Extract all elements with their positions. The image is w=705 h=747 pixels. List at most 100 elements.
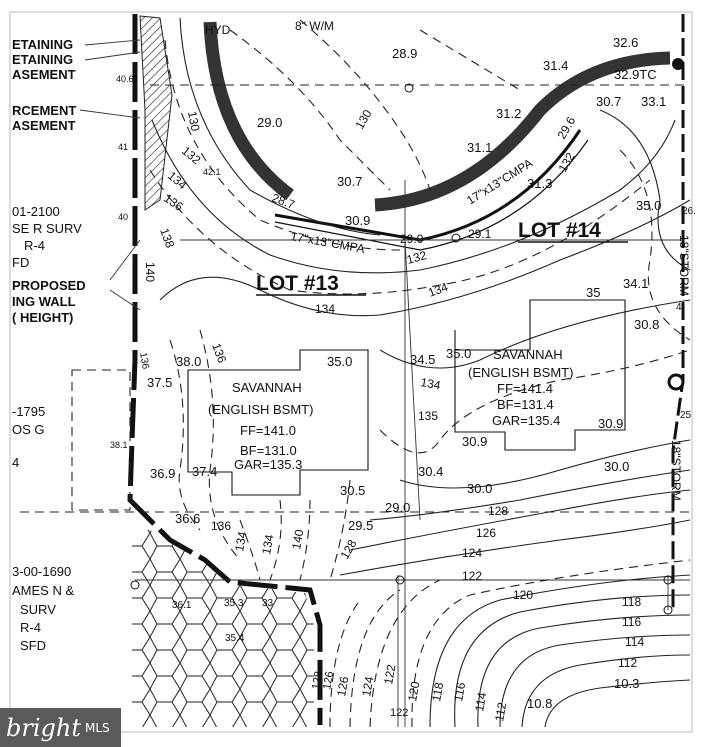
spot-elev: 31.2 <box>496 106 521 121</box>
contour-116 <box>477 614 691 728</box>
spot-elev: 29.0 <box>257 115 282 130</box>
lot14-type: (ENGLISH BSMT) <box>468 365 573 380</box>
contour-label: 126 <box>321 670 336 690</box>
owner-2-line-e: SFD <box>20 638 46 653</box>
storm-structure-1 <box>672 58 684 70</box>
contour-label: 135 <box>418 409 438 423</box>
owner-2-line-d: R-4 <box>20 620 41 635</box>
contour-label: 114 <box>625 635 644 649</box>
contour-label: 112 <box>618 656 637 670</box>
spot-elev: 33.1 <box>641 94 666 109</box>
contour-label: 132 <box>405 248 428 267</box>
wall-label-3: ( HEIGHT) <box>12 310 73 325</box>
spot-elev: 26. <box>682 206 696 217</box>
contour-6 <box>229 29 391 191</box>
label-retaining-1: ETAINING <box>12 37 73 52</box>
spot-elev: 30.0 <box>467 481 492 496</box>
contour-label: 116 <box>622 615 641 629</box>
contour-3 <box>151 119 676 274</box>
label-enforcement-2: ASEMENT <box>12 118 76 133</box>
spot-elev: 31.4 <box>543 58 568 73</box>
parcel-label-a: -1795 <box>12 404 45 419</box>
cmpa-pipe-lower <box>274 139 589 251</box>
label-retaining-3: ASEMENT <box>12 67 76 82</box>
parcel-label-b: OS G <box>12 422 45 437</box>
spot-elev: 30.0 <box>604 459 629 474</box>
spot-elev: 34.1 <box>623 276 648 291</box>
parcel-label-c: 4 <box>12 455 19 470</box>
owner-1-line-b: SE R SURV <box>12 221 82 236</box>
owner-2-line-c: SURV <box>20 602 56 617</box>
owner-1-line-a: 01-2100 <box>12 204 60 219</box>
house-lot13-footprint <box>187 349 369 496</box>
owner-2-line-b: AMES N & <box>12 583 74 598</box>
plan-border <box>9 11 693 733</box>
contour-label: 130 <box>185 110 202 132</box>
spot-elev: 32.9TC <box>614 67 657 82</box>
contour-label: 136 <box>137 352 151 371</box>
lot14-gar: GAR=135.4 <box>492 413 560 428</box>
contour-128 <box>329 599 361 728</box>
swale-arc-west <box>203 21 294 201</box>
contour-22 <box>339 519 691 576</box>
spot-elev: 35 <box>586 285 600 300</box>
contour-label: 128 <box>310 670 325 690</box>
owner-1-line-d: FD <box>12 255 29 270</box>
swale-arc-east <box>374 51 671 212</box>
storm-label-south: 18"STORM <box>669 440 683 501</box>
lot14-bf: BF=131.4 <box>497 397 554 412</box>
label-water-main: 8" W/M <box>295 19 334 33</box>
contour-114 <box>499 634 691 728</box>
contour-label: 118 <box>429 681 446 703</box>
contour-16 <box>329 479 351 581</box>
spot-elev: 25 <box>680 410 692 421</box>
lot13-ff: FF=141.0 <box>240 423 296 438</box>
monument-1 <box>404 83 414 93</box>
contour-4 <box>149 169 651 295</box>
storm-label-north: 18"STORM <box>677 235 691 296</box>
contour-label: 126 <box>334 675 351 697</box>
monument-6 <box>451 233 461 243</box>
cmpa-pipe <box>274 129 582 242</box>
retaining-wall-hatch <box>139 15 173 211</box>
contour-12 <box>199 329 241 561</box>
spot-elev: 35.3 <box>224 598 244 609</box>
contour-110 <box>544 679 691 728</box>
contour-8 <box>419 29 521 91</box>
spot-elev: 10.3 <box>614 676 639 691</box>
spot-elev: 28.7 <box>270 191 297 212</box>
spot-elev: 33 <box>262 598 274 609</box>
spot-elev: 29.0 <box>385 500 410 515</box>
spot-elev: 31.1 <box>467 140 492 155</box>
contour-17 <box>379 299 691 369</box>
contour-7 <box>299 19 431 191</box>
spot-elev: 30.7 <box>596 94 621 109</box>
spot-elev: 38.1 <box>110 440 128 450</box>
watermark-suffix: MLS <box>84 720 110 735</box>
contour-10 <box>619 149 691 341</box>
lot13-model: SAVANNAH <box>232 380 302 395</box>
spot-elev: 29.1 <box>468 227 492 241</box>
contour-label: 116 <box>451 681 468 703</box>
spot-elev: 37.4 <box>192 464 217 479</box>
spot-elev: 30.9 <box>462 434 487 449</box>
contour-label: 134 <box>426 280 450 300</box>
storm-line-east <box>671 14 685 610</box>
spot-elev: 35.0 <box>327 354 352 369</box>
contour-124 <box>369 579 441 728</box>
contour-label: 122 <box>462 569 482 583</box>
property-line-west <box>127 14 323 725</box>
lot14-ff: FF=141.4 <box>497 381 553 396</box>
lot13-gar: GAR=135.3 <box>234 457 302 472</box>
lot-14-label: LOT #14 <box>518 219 601 242</box>
contour-label: 124 <box>462 546 482 560</box>
spot-elev: 30.5 <box>340 483 365 498</box>
contour-label: 122 <box>390 707 408 719</box>
spot-elev: 28.9 <box>392 46 417 61</box>
monument-3 <box>395 575 405 585</box>
wall-label-1: PROPOSED <box>12 278 86 293</box>
contour-label: 128 <box>488 504 508 518</box>
spot-elev: 29.0 <box>400 232 424 246</box>
spot-elev: 35.4 <box>225 633 245 644</box>
spot-elev: 30.7 <box>337 174 362 189</box>
